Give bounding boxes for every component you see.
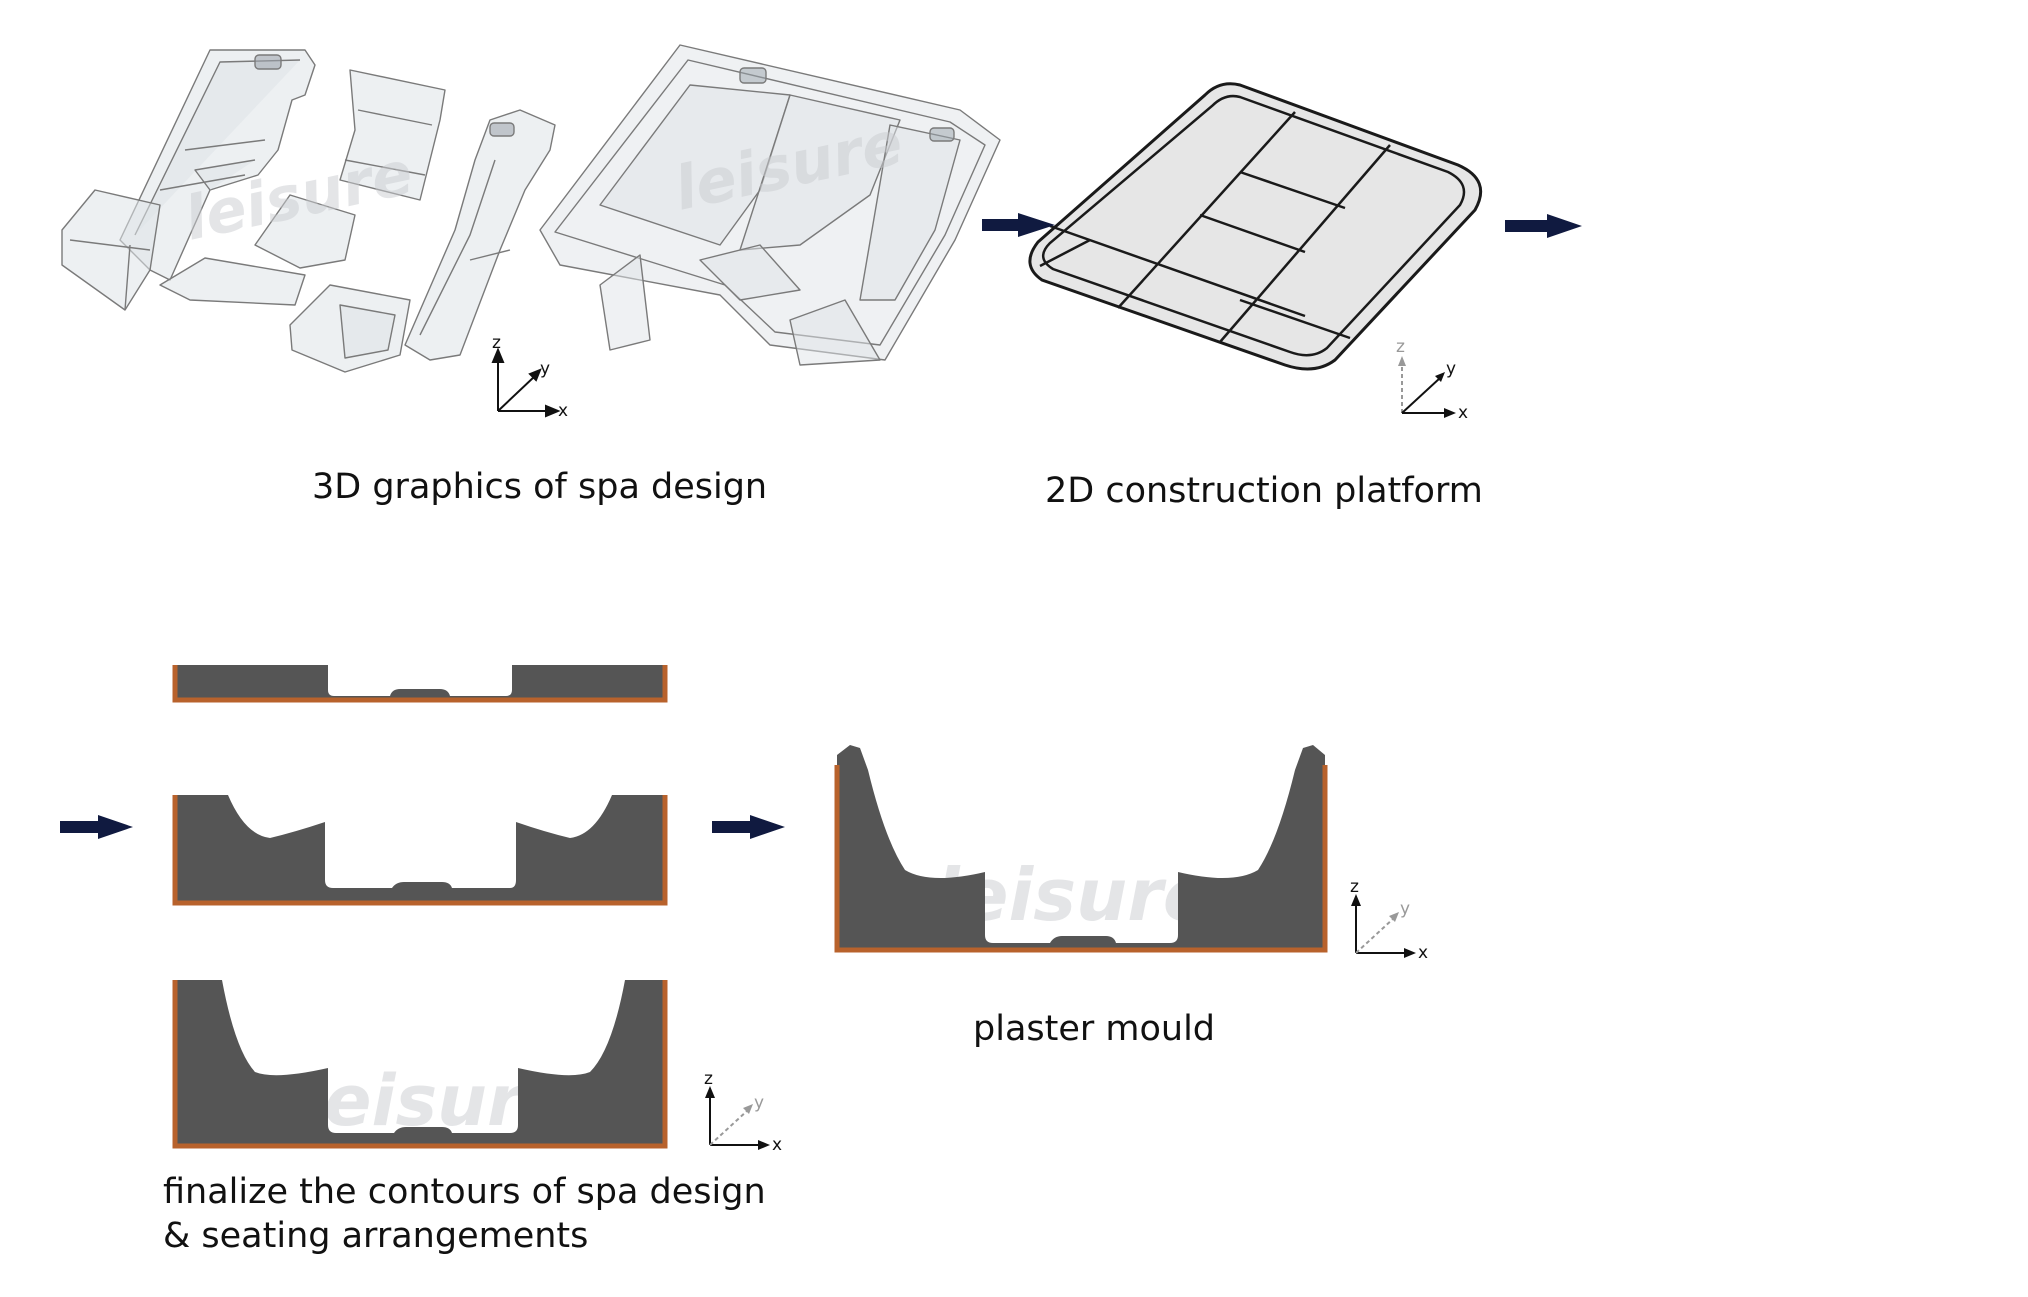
axis-y-label: y — [1400, 899, 1410, 919]
axis-x-label: x — [772, 1135, 782, 1155]
axis-y-label: y — [540, 359, 550, 379]
axis-z-label: z — [1396, 337, 1405, 357]
spa-exploded-parts — [61, 49, 556, 373]
axis-y-label: y — [754, 1093, 764, 1113]
axes-3d: z y x — [491, 333, 568, 421]
spa-assembled-shell — [539, 44, 1001, 366]
axis-y-label: y — [1446, 359, 1456, 379]
process-arrows — [60, 213, 1582, 839]
axes-platform: z y x — [1396, 337, 1468, 423]
plaster-mould-section — [834, 745, 1328, 953]
arrow-icon — [982, 213, 1055, 237]
axis-z-label: z — [492, 333, 501, 353]
caption-plaster-mould: plaster mould — [973, 1009, 1216, 1049]
caption-contours-line2: & seating arrangements — [163, 1216, 589, 1256]
caption-contours-line1: finalize the contours of spa design — [163, 1172, 766, 1212]
axis-x-label: x — [1458, 403, 1468, 423]
axis-z-label: z — [1350, 877, 1359, 897]
axis-x-label: x — [558, 401, 568, 421]
axis-z-label: z — [704, 1069, 713, 1089]
arrow-icon — [60, 815, 133, 839]
axes-contours: z y x — [704, 1069, 782, 1155]
axes-mould: z y x — [1350, 877, 1428, 963]
contour-section-2 — [172, 795, 668, 906]
arrow-icon — [712, 815, 785, 839]
caption-3d-graphics: 3D graphics of spa design — [312, 467, 768, 507]
contour-section-3 — [172, 980, 668, 1149]
axis-x-label: x — [1418, 943, 1428, 963]
arrow-icon — [1505, 214, 1582, 238]
construction-platform — [1028, 82, 1483, 371]
contour-section-1 — [172, 665, 668, 703]
caption-2d-platform: 2D construction platform — [1045, 471, 1483, 511]
